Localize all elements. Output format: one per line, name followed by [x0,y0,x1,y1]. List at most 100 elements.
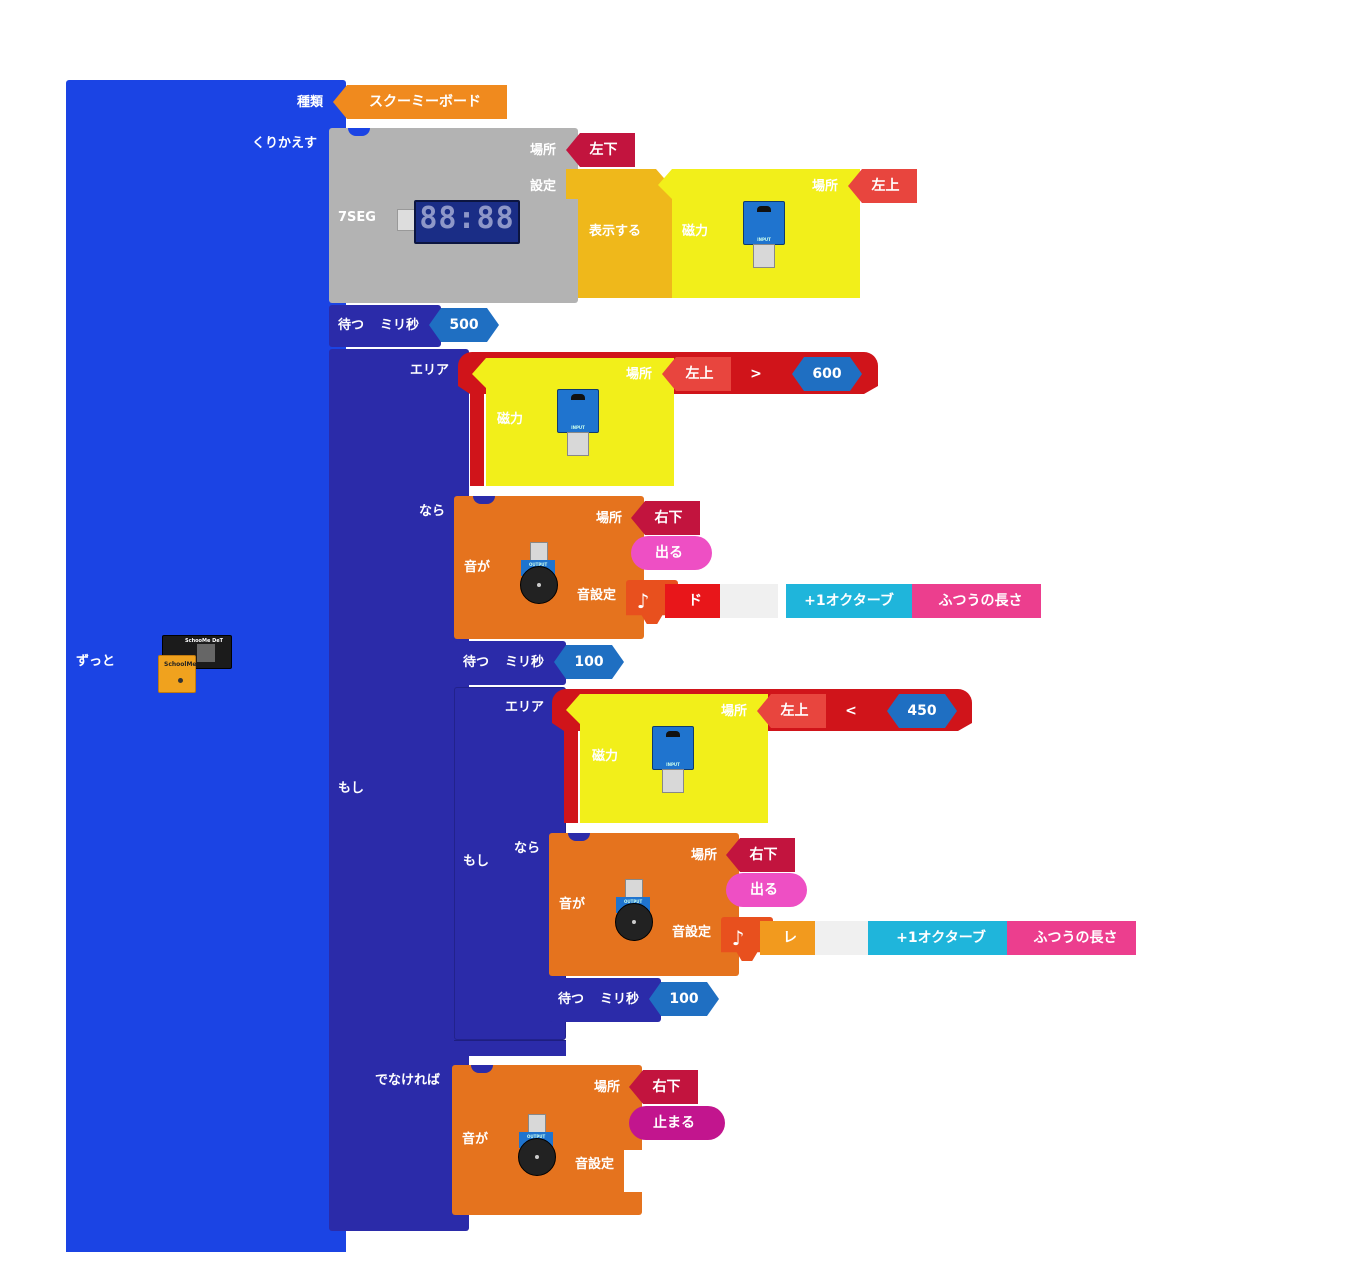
sound2-place-value: 右下 [749,847,778,863]
note-icon-1: ♪ [636,589,650,613]
cond2-place-label: 場所 [721,704,748,719]
buzzer-icon-2 [615,903,653,941]
magnet-sensor-chip-1: INPUT [757,237,771,242]
buzzer-icon-1 [520,566,558,604]
board-selector[interactable]: スクーミーボード [333,85,507,119]
cond1-value-input[interactable]: 600 [792,357,862,391]
seg7-label: 7SEG [338,210,376,225]
wait2-value: 100 [574,654,604,670]
wait3-value-input[interactable]: 100 [649,982,719,1016]
sound2-place-label: 場所 [691,848,718,863]
sound1-notch [473,496,495,504]
cond1-sensor-label: 磁力 [497,412,524,427]
length1-value: ふつうの長さ [938,593,1023,609]
if1-label: もし [338,781,365,796]
buzzer-chip-label-2: OUTPUT [624,899,643,904]
board-logo2: SchooMe DeT [185,638,224,644]
sound2-state-selector[interactable]: 出る [726,873,807,907]
sound1-setting-label: 音設定 [577,588,617,603]
sound1-state-value: 出る [655,545,683,561]
length2-selector[interactable]: ふつうの長さ [1007,921,1136,955]
sound1-state-selector[interactable]: 出る [631,536,712,570]
wait-block-3[interactable] [549,978,661,1022]
sound3-notch [471,1065,493,1073]
board-logo: SchoolMe [164,661,197,668]
sound2-label: 音が [559,897,586,912]
sound3-setting-slot [624,1150,642,1192]
magnet1-place-value: 左上 [871,178,900,194]
buzzer-icon-3 [518,1138,556,1176]
sound1-place-value: 右下 [654,510,683,526]
magnet1-place-label: 場所 [812,179,839,194]
octave1-value: +1オクターブ [804,593,894,609]
cond1-place-value: 左上 [685,366,714,382]
board-image: SchooMe DeT SchoolMe [158,635,232,693]
note2-blank[interactable] [815,921,873,955]
cond1-operator[interactable]: > [750,366,762,382]
if1-then-label: なら [419,504,446,519]
sound2-place-selector[interactable]: 右下 [726,838,795,872]
sound3-place-value: 右下 [652,1079,681,1095]
magnet-sensor-icon-3: INPUT [652,726,694,770]
seg7-digits: 88:88 [419,201,515,236]
wait3-value: 100 [669,991,699,1007]
buzzer-chip-label-1: OUTPUT [529,562,548,567]
magnet-sensor-icon-1: INPUT [743,201,785,245]
cond1-place-label: 場所 [626,367,653,382]
magnet-sensor-icon-2: INPUT [557,389,599,433]
sound1-label: 音が [464,560,491,575]
if1-area-label: エリア [410,363,450,378]
board-chip-icon [197,644,215,662]
sound2-state-value: 出る [750,882,778,898]
seg7-place-label: 場所 [530,143,557,158]
wait2-label: 待つ [463,655,490,670]
buzzer-chip-label-3: OUTPUT [527,1134,546,1139]
sound3-setting-label: 音設定 [575,1157,615,1172]
cond1-place-selector[interactable]: 左上 [662,357,731,391]
length1-selector[interactable]: ふつうの長さ [912,584,1041,618]
if1-else-label: でなければ [375,1073,441,1088]
magnet-sensor-chip-3: INPUT [666,762,680,767]
sound3-label: 音が [462,1132,489,1147]
cond2-value-input[interactable]: 450 [887,694,957,728]
seg7-place-value: 左下 [589,142,618,158]
note1-value: ド [688,593,702,609]
wait1-value: 500 [449,317,479,333]
seg7-notch [348,128,370,136]
wait2-unit: ミリ秒 [505,655,545,670]
sound1-place-selector[interactable]: 右下 [631,501,700,535]
board-sub-icon: SchoolMe [158,655,197,693]
wait1-value-input[interactable]: 500 [429,308,499,342]
wait1-label: 待つ [338,318,365,333]
if2-label: もし [463,854,490,869]
sound3-place-selector[interactable]: 右下 [629,1070,698,1104]
wait1-unit: ミリ秒 [380,318,420,333]
octave2-value: +1オクターブ [896,930,986,946]
octave1-selector[interactable]: +1オクターブ [786,584,926,618]
wait-block-2[interactable] [454,641,566,685]
if-block-2[interactable] [454,687,566,1040]
seg7-connector-icon [397,209,415,231]
board-selector-value: スクーミーボード [369,94,481,110]
magnet1-place-selector[interactable]: 左上 [848,169,917,203]
octave2-selector[interactable]: +1オクターブ [868,921,1020,955]
cond2-value: 450 [907,703,937,719]
wait3-unit: ミリ秒 [600,992,640,1007]
wait2-value-input[interactable]: 100 [554,645,624,679]
sound3-place-label: 場所 [594,1080,621,1095]
display-block[interactable] [566,169,672,298]
note1-blank[interactable] [720,584,778,618]
seg7-place-selector[interactable]: 左下 [566,133,635,167]
note-icon-2: ♪ [731,926,745,950]
cond2-operator[interactable]: < [845,703,857,719]
seg7-setting-label: 設定 [530,179,557,194]
magnet-sensor-pin-3 [662,769,684,793]
magnet-sensor-pin-1 [753,244,775,268]
forever-label: ずっと [76,654,116,669]
wait3-label: 待つ [558,992,585,1007]
board-led-icon [178,678,183,683]
wait-block-1[interactable] [329,305,441,347]
sound3-state-selector[interactable]: 止まる [629,1106,725,1140]
if-block-1[interactable] [329,349,469,1231]
cond2-place-selector[interactable]: 左上 [757,694,826,728]
